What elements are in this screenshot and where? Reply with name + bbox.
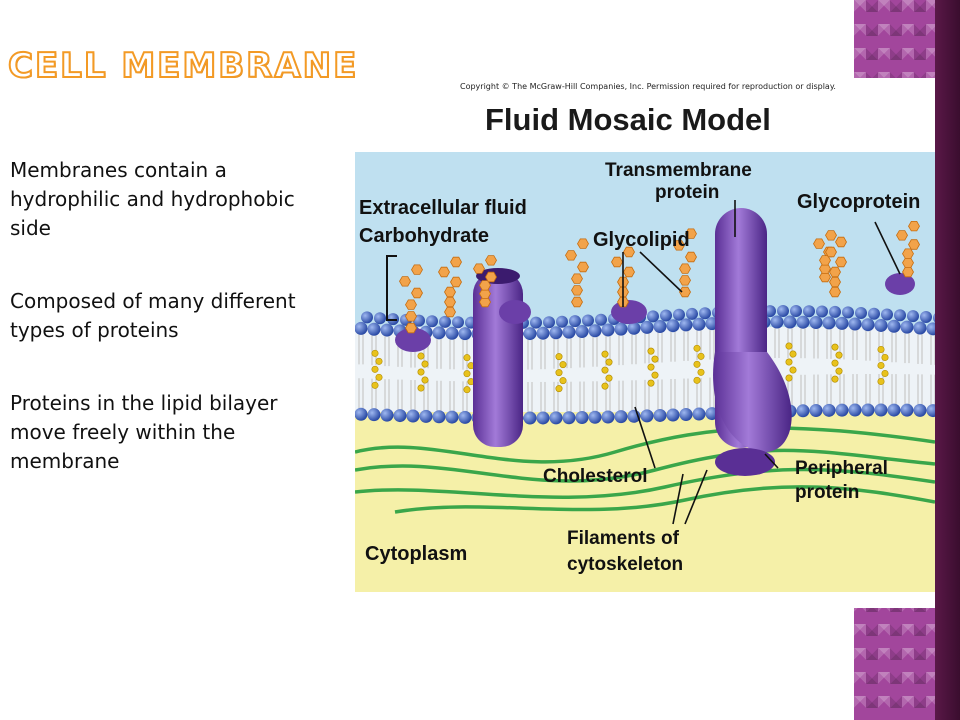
label-extracellular: Extracellular fluid — [359, 197, 527, 219]
channel-protein — [473, 272, 523, 447]
label-cytoplasm: Cytoplasm — [365, 543, 467, 565]
label-glycoprotein: Glycoprotein — [797, 191, 920, 213]
peripheral-protein — [715, 448, 775, 476]
bullet-item: Composed of many different types of prot… — [10, 289, 296, 342]
bullet-item: Proteins in the lipid bilayer move freel… — [10, 391, 278, 473]
label-peripheral-protein: protein — [795, 482, 859, 503]
label-filaments: Filaments of — [567, 528, 680, 549]
bullet-list: Membranes contain a hydrophilic and hydr… — [10, 156, 300, 520]
label-transmembrane: Transmembrane — [605, 160, 752, 181]
label-glycolipid: Glycolipid — [593, 229, 690, 251]
label-transmembrane-protein: protein — [655, 182, 719, 203]
slide-title: Cell Membrane — [7, 45, 359, 87]
figure-title: Fluid Mosaic Model — [485, 102, 771, 137]
cytoskeleton-filaments — [355, 426, 935, 514]
fluid-mosaic-figure: Copyright © The McGraw-Hill Companies, I… — [355, 78, 935, 608]
label-cholesterol: Cholesterol — [543, 466, 648, 487]
label-cytoskeleton: cytoskeleton — [567, 554, 683, 575]
membrane-diagram: Extracellular fluid Carbohydrate Glycoli… — [355, 152, 935, 592]
label-leaders — [622, 200, 901, 525]
bullet-item: Membranes contain a hydrophilic and hydr… — [10, 158, 295, 240]
label-carbohydrate: Carbohydrate — [359, 225, 489, 247]
carbohydrate-chains — [399, 221, 920, 334]
figure-copyright: Copyright © The McGraw-Hill Companies, I… — [460, 82, 836, 91]
decorative-side-edge — [935, 0, 960, 720]
label-peripheral: Peripheral — [795, 458, 888, 479]
